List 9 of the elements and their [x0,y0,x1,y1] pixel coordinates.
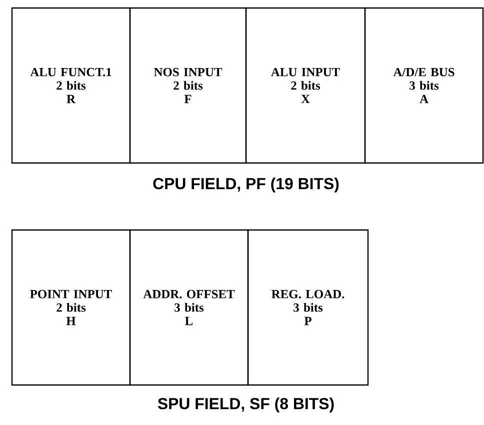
field-cell: ADDR. OFFSET 3 bits L [129,229,249,386]
field-cell: A/D/E BUS 3 bits A [364,7,484,164]
field-cell: POINT INPUT 2 bits H [11,229,131,386]
field-cell: REG. LOAD. 3 bits P [247,229,369,386]
field-caption: SPU FIELD, SF (8 BITS) [158,398,334,412]
field-cell: ALU FUNCT.1 2 bits R [11,7,131,164]
field-cell: NOS INPUT 2 bits F [129,7,247,164]
field-cell: ALU INPUT 2 bits X [245,7,366,164]
field-caption: CPU FIELD, PF (19 BITS) [153,178,339,192]
